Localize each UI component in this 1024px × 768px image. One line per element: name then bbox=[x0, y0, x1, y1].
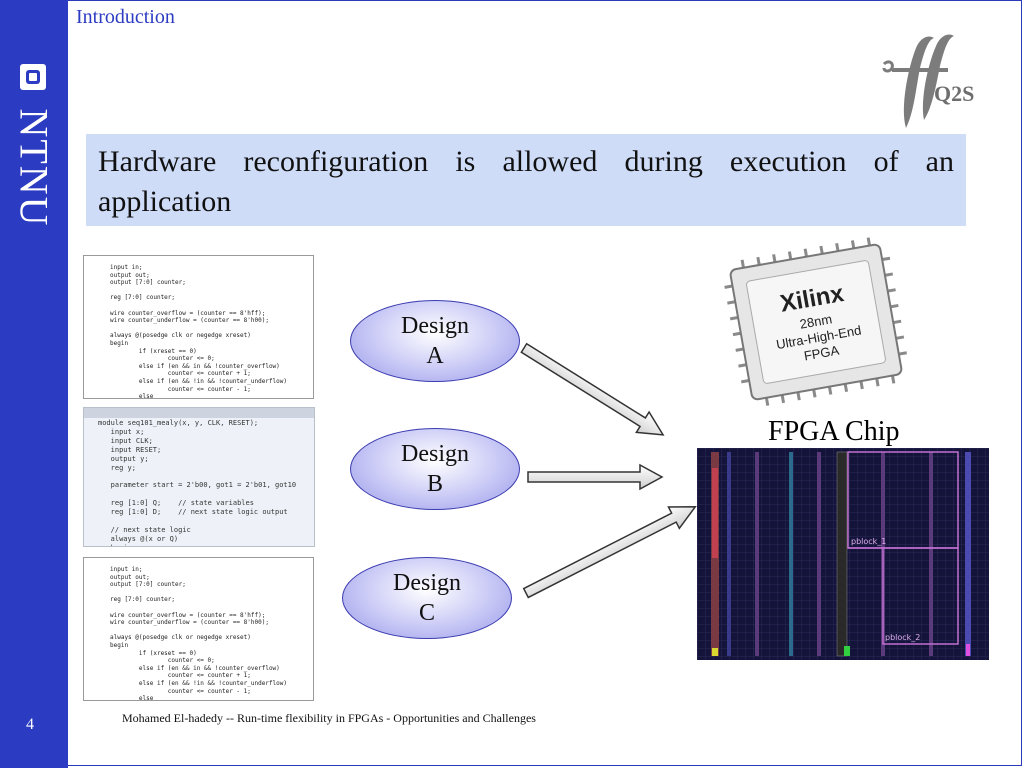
code-snippet-b: module seq101_mealy(x, y, CLK, RESET); i… bbox=[83, 407, 315, 547]
slide-title: Hardware reconfiguration is allowed duri… bbox=[98, 145, 954, 218]
slide-number: 4 bbox=[26, 716, 34, 733]
arrow-b-icon bbox=[527, 463, 664, 491]
q2s-logo-icon: Q2S bbox=[882, 34, 974, 128]
code-text-b: module seq101_mealy(x, y, CLK, RESET); i… bbox=[98, 419, 297, 546]
code-text-c: input in; output out; output [7:0] count… bbox=[110, 566, 288, 701]
svg-text:FPGA: FPGA bbox=[803, 343, 841, 364]
pblock-2-label: pblock_2 bbox=[885, 633, 920, 642]
ntnu-logo-icon bbox=[20, 64, 46, 90]
svg-text:Q2S: Q2S bbox=[934, 81, 974, 106]
arrow-c-icon bbox=[522, 505, 697, 599]
code-snippet-a: input in; output out; output [7:0] count… bbox=[83, 255, 314, 399]
section-title: Introduction bbox=[76, 6, 175, 28]
fpga-fabric-view: pblock_1 pblock_2 bbox=[697, 448, 989, 660]
svg-text:28nm: 28nm bbox=[799, 311, 834, 331]
fpga-chip-label: FPGA Chip bbox=[768, 416, 900, 447]
pblock-1-label: pblock_1 bbox=[851, 537, 886, 546]
left-sidebar: NTNU 4 bbox=[0, 0, 68, 768]
arrow-a-icon bbox=[520, 342, 665, 436]
title-box: Hardware reconfiguration is allowed duri… bbox=[86, 134, 966, 226]
code-snippet-c: input in; output out; output [7:0] count… bbox=[83, 557, 314, 701]
fpga-chip-image: Xilinx 28nm Ultra-High-End FPGA bbox=[724, 237, 907, 406]
code-text-a: input in; output out; output [7:0] count… bbox=[110, 264, 288, 399]
editor-tabs bbox=[84, 408, 314, 418]
footer-text: Mohamed El-hadedy -- Run-time flexibilit… bbox=[122, 711, 536, 725]
